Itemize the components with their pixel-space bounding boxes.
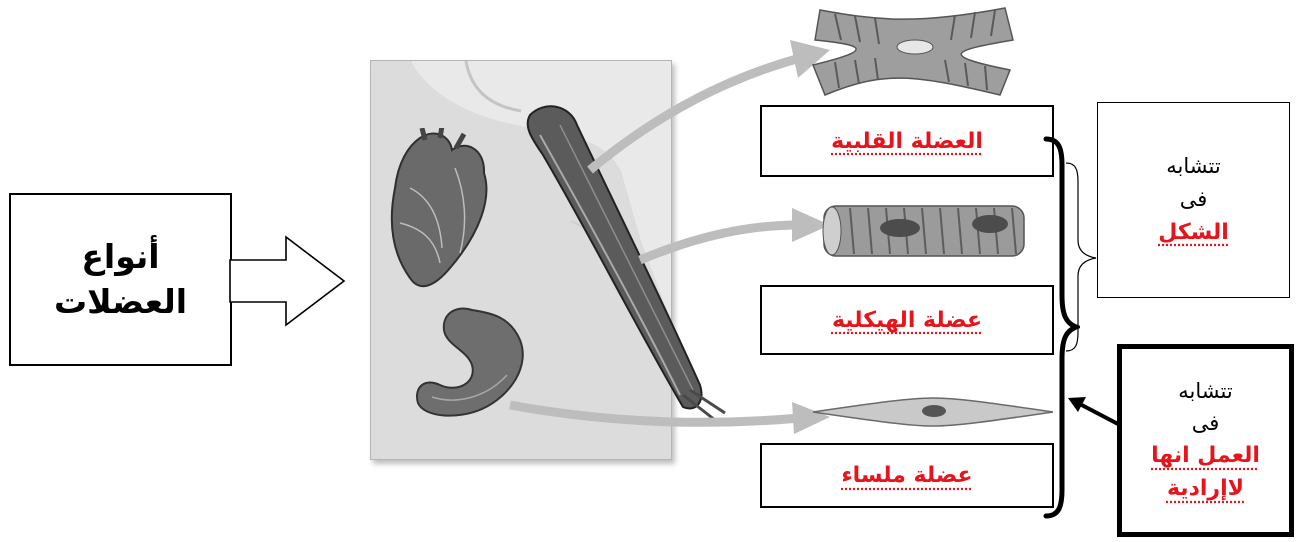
- small-brace-icon: [1062, 160, 1102, 355]
- similar-function-line2: فى: [1151, 408, 1260, 440]
- similar-function-line1: تتشابه: [1151, 376, 1260, 408]
- title-line-1: أنواع: [54, 235, 187, 280]
- similar-shape-line1: تتشابه: [1158, 150, 1229, 183]
- similar-shape-highlight: الشكل: [1158, 216, 1229, 250]
- smooth-label-box: عضلة ملساء: [760, 443, 1054, 508]
- similar-function-box: تتشابه فى العمل انها لاإرادية: [1117, 344, 1294, 537]
- smooth-label: عضلة ملساء: [841, 463, 972, 488]
- skeletal-cell-icon: [820, 200, 1030, 262]
- title-line-2: العضلات: [54, 280, 187, 325]
- smooth-cell-icon: [808, 392, 1058, 432]
- cardiac-label: العضلة القلبية: [831, 129, 983, 154]
- similar-shape-line2: فى: [1158, 183, 1229, 216]
- cardiac-cell-icon: [805, 0, 1020, 100]
- similar-function-highlight-1: العمل انها: [1151, 439, 1260, 472]
- block-arrow-right-icon: [228, 235, 348, 327]
- heart-icon: [380, 128, 500, 298]
- skeletal-label: عضلة الهيكلية: [832, 308, 982, 333]
- title-text: أنواع العضلات: [54, 235, 187, 324]
- skeletal-label-box: عضلة الهيكلية: [760, 285, 1054, 355]
- cardiac-label-box: العضلة القلبية: [760, 105, 1054, 177]
- similar-shape-box: تتشابه فى الشكل: [1097, 102, 1290, 298]
- gray-pointer-arrows: [500, 20, 840, 450]
- similar-function-highlight-2: لاإرادية: [1151, 472, 1260, 505]
- pointer-arrow-icon: [1066, 392, 1121, 437]
- title-box: أنواع العضلات: [9, 193, 232, 366]
